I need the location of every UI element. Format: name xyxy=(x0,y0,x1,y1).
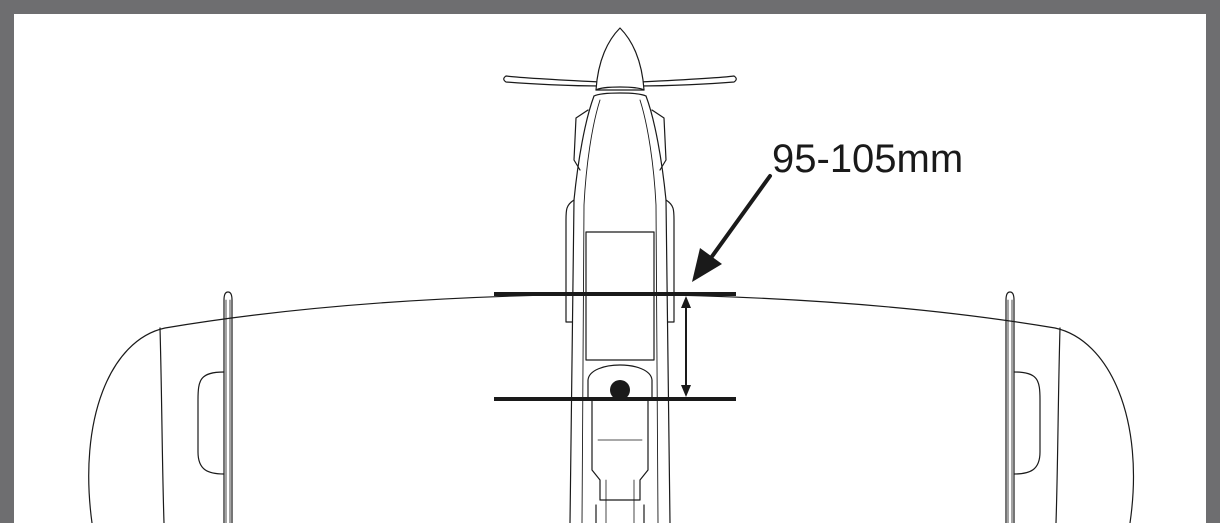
winglet-right xyxy=(1005,291,1041,523)
cg-range-label: 95-105mm xyxy=(772,137,963,181)
fuselage xyxy=(565,95,675,523)
spinner xyxy=(595,27,645,91)
propeller xyxy=(503,27,737,97)
cg-point-marker xyxy=(610,380,630,400)
callout-arrow xyxy=(692,174,772,282)
canopy-hatch xyxy=(585,231,655,361)
wing-panel-line-left xyxy=(159,327,165,523)
battery-hatch xyxy=(587,364,653,401)
dimension-arrowhead-top xyxy=(681,296,691,308)
winglet-left xyxy=(197,291,233,523)
wing-panel-line-right xyxy=(1055,327,1061,523)
wing-outline xyxy=(88,293,1134,523)
dimension-arrowhead-bottom xyxy=(681,385,691,397)
